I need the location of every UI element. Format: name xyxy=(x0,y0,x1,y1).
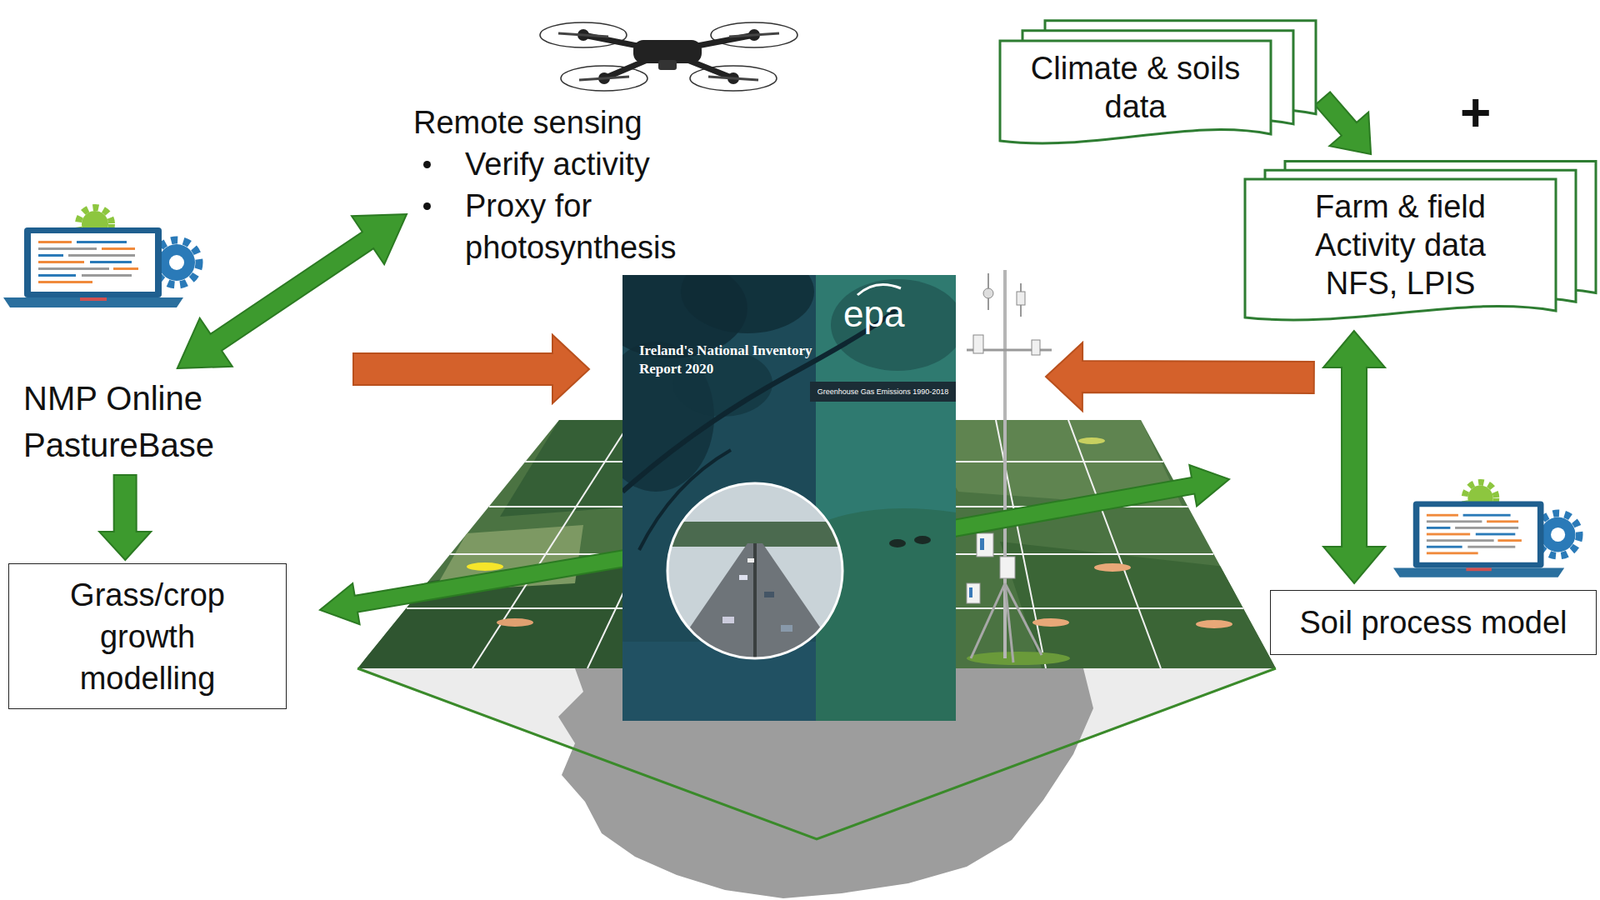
flow-arrow xyxy=(99,475,151,560)
document-stack: Climate & soils data xyxy=(1000,40,1271,146)
document-stack: Farm & field Activity dataNFS, LPIS xyxy=(1245,179,1556,323)
report-subtitle: Greenhouse Gas Emissions 1990-2018 xyxy=(810,381,956,402)
heading-text: Remote sensing xyxy=(413,101,714,144)
logo-text: epa xyxy=(843,293,905,335)
document-text: Farm & field Activity data xyxy=(1261,187,1540,265)
text-block: NMP Online PastureBase xyxy=(23,375,299,469)
box-text: Grass/crop growth modelling xyxy=(34,574,261,700)
laptop-icon xyxy=(1393,482,1580,578)
report-title: Ireland's National Inventory Report 2020 xyxy=(639,341,840,379)
page-outline xyxy=(1245,179,1556,320)
node-label: NMP Online PastureBase xyxy=(23,375,299,469)
box-text: Soil process model xyxy=(1299,601,1567,644)
report-artwork xyxy=(622,275,956,721)
flow-arrow xyxy=(1323,330,1385,584)
bullet-item: Verify activity xyxy=(413,143,714,185)
laptop-icon xyxy=(3,207,200,308)
page-outline xyxy=(1000,40,1271,144)
flow-arrow xyxy=(937,465,1230,540)
flow-arrow xyxy=(1315,91,1371,155)
plus-sign: + xyxy=(1460,83,1491,142)
text-block: Remote sensingVerify activityProxy for p… xyxy=(413,101,714,269)
drone-icon xyxy=(540,22,798,91)
document-text: NFS, LPIS xyxy=(1325,264,1476,303)
flow-arrow xyxy=(353,335,590,404)
bullet-item: Proxy for photosynthesis xyxy=(413,185,714,269)
flow-arrow xyxy=(320,547,641,625)
flux-tower xyxy=(966,270,1070,665)
document-text: Climate & soils data xyxy=(1016,49,1255,126)
report-cover: epaIreland's National Inventory Report 2… xyxy=(622,275,956,721)
process-box: Grass/crop growth modelling xyxy=(8,563,287,710)
flow-arrow xyxy=(177,214,407,369)
process-box: Soil process model xyxy=(1270,590,1597,655)
flow-arrow xyxy=(1045,342,1315,411)
